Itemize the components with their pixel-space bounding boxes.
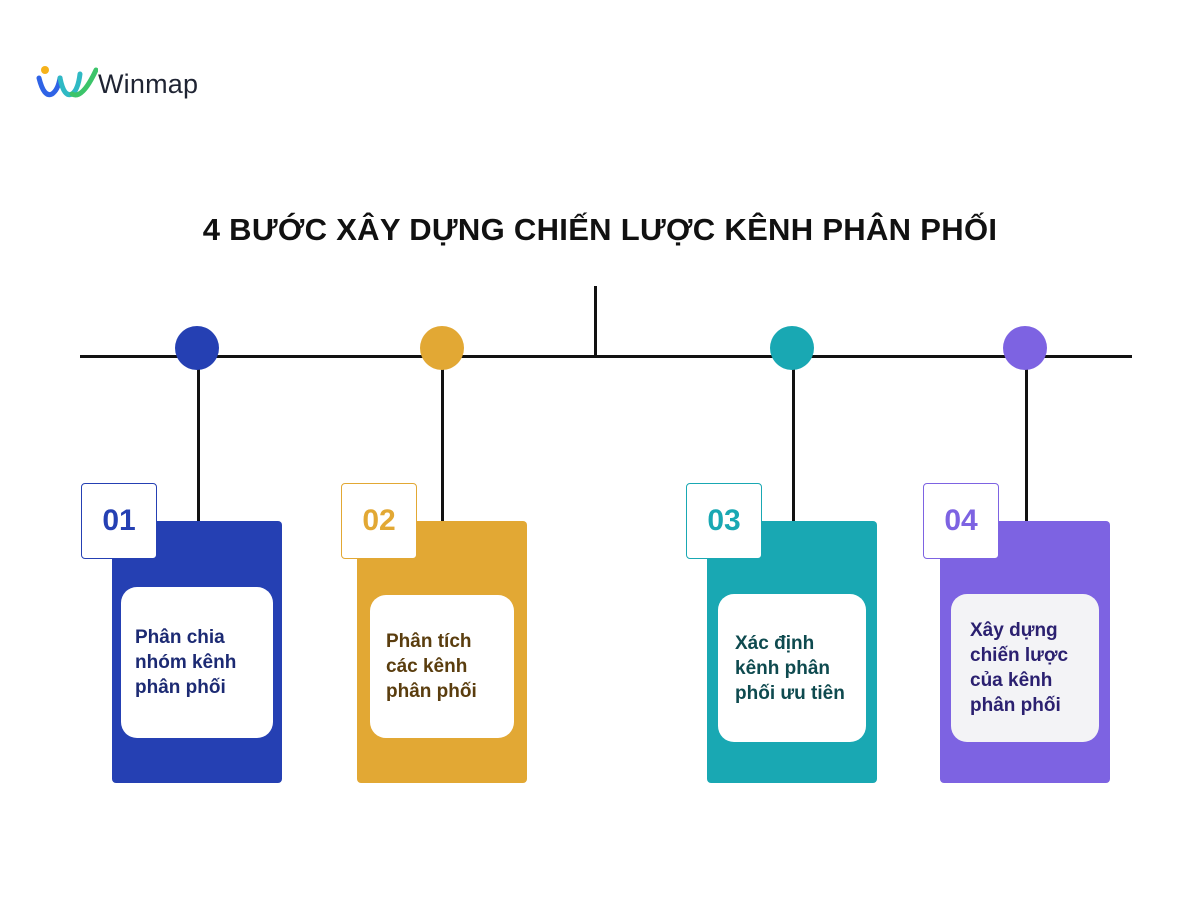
title-connector (594, 286, 597, 357)
brand-name: Winmap (98, 68, 199, 99)
step-2-content: Phân tích các kênh phân phối (370, 595, 514, 738)
step-3-content: Xác định kênh phân phối ưu tiên (718, 594, 866, 742)
step-3-connector (792, 360, 795, 522)
step-2-connector (441, 360, 444, 522)
step-1-text: Phân chia nhóm kênh phân phối (135, 627, 237, 698)
step-4-dot (1003, 326, 1047, 370)
step-2-card: Phân tích các kênh phân phối (357, 521, 527, 783)
step-2-text: Phân tích các kênh phân phối (386, 631, 477, 702)
step-4-number: 04 (923, 483, 999, 559)
step-3-dot (770, 326, 814, 370)
step-1-connector (197, 360, 200, 522)
step-4-card: Xây dựng chiến lược của kênh phân phối (940, 521, 1110, 783)
step-1-card: Phân chia nhóm kênh phân phối (112, 521, 282, 783)
step-2-dot (420, 326, 464, 370)
step-1-number: 01 (81, 483, 157, 559)
winmap-logo-icon (36, 66, 98, 98)
step-3-card: Xác định kênh phân phối ưu tiên (707, 521, 877, 783)
step-1-dot (175, 326, 219, 370)
step-2-number: 02 (341, 483, 417, 559)
timeline-line (80, 355, 1132, 358)
step-4-connector (1025, 360, 1028, 522)
step-3-number: 03 (686, 483, 762, 559)
diagram-title: 4 BƯỚC XÂY DỰNG CHIẾN LƯỢC KÊNH PHÂN PHỐ… (202, 212, 998, 247)
step-4-content: Xây dựng chiến lược của kênh phân phối (951, 594, 1099, 742)
step-1-content: Phân chia nhóm kênh phân phối (121, 587, 273, 738)
step-4-text: Xây dựng chiến lược của kênh phân phối (970, 620, 1069, 716)
step-3-text: Xác định kênh phân phối ưu tiên (735, 632, 845, 704)
brand-logo: Winmap (36, 64, 198, 104)
